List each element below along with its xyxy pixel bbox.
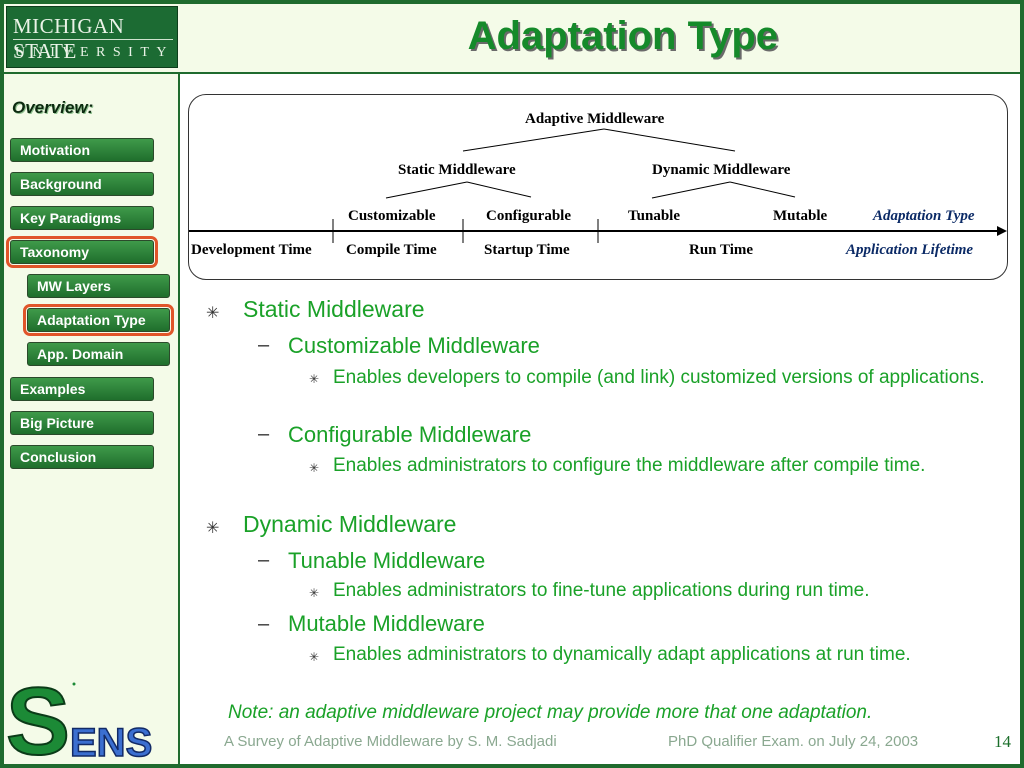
nav-big-picture[interactable]: Big Picture (10, 411, 154, 435)
bullet-dash-icon: – (258, 549, 270, 571)
time-compile: Compile Time (346, 242, 437, 258)
footer-author: A Survey of Adaptive Middleware by S. M.… (224, 733, 557, 750)
bullet-static-middleware: Static Middleware (243, 296, 425, 322)
bullet-dash-icon: – (258, 613, 270, 635)
time-development: Development Time (191, 242, 312, 258)
bullet-star-small-icon: ✳ (309, 650, 320, 664)
footer-event: PhD Qualifier Exam. on July 24, 2003 (668, 733, 919, 750)
slide-title: Adaptation Type (467, 14, 778, 58)
nav-taxonomy[interactable]: Taxonomy (6, 236, 158, 268)
adaptation-diagram: Adaptive Middleware Static Middleware Dy… (188, 94, 1008, 280)
nav-conclusion[interactable]: Conclusion (10, 445, 154, 469)
slide-note: Note: an adaptive middleware project may… (228, 702, 873, 723)
logo-line2: UNIVERSITY (15, 45, 174, 60)
bullet-star-small-icon: ✳ (309, 586, 320, 600)
nav-mw-layers[interactable]: MW Layers (27, 274, 170, 298)
type-configurable: Configurable (486, 208, 572, 224)
msu-logo: MICHIGAN STATE UNIVERSITY (6, 6, 178, 68)
svg-text:S: S (6, 670, 70, 762)
nav-app-domain[interactable]: App. Domain (27, 342, 170, 366)
nav-motivation[interactable]: Motivation (10, 138, 154, 162)
bullet-tunable-middleware: Tunable Middleware (288, 548, 486, 573)
type-mutable: Mutable (773, 208, 828, 224)
axis-application-lifetime: Application Lifetime (846, 242, 974, 258)
bullet-customizable-middleware: Customizable Middleware (288, 333, 540, 358)
diagram-dynamic: Dynamic Middleware (652, 162, 791, 178)
bullet-dynamic-middleware: Dynamic Middleware (243, 511, 457, 537)
bullet-star-icon: ✳ (206, 520, 220, 537)
bullet-mutable-middleware: Mutable Middleware (288, 611, 485, 636)
type-customizable: Customizable (348, 208, 436, 224)
bullet-star-small-icon: ✳ (309, 372, 320, 386)
type-tunable: Tunable (628, 208, 680, 224)
bullet-tunable-desc: Enables administrators to fine-tune appl… (333, 580, 870, 601)
nav-key-paradigms[interactable]: Key Paradigms (10, 206, 154, 230)
bullet-mutable-desc: Enables administrators to dynamically ad… (333, 644, 911, 665)
sens-logo: S ENS (5, 670, 153, 762)
logo-divider (13, 39, 173, 40)
bullet-configurable-middleware: Configurable Middleware (288, 422, 532, 447)
bullet-configurable-desc: Enables administrators to configure the … (333, 455, 926, 476)
time-run: Run Time (689, 242, 754, 258)
axis-adaptation-type: Adaptation Type (873, 208, 975, 224)
bullet-dash-icon: – (258, 423, 270, 445)
bullet-star-small-icon: ✳ (309, 461, 320, 475)
page-number: 14 (994, 732, 1011, 751)
nav-examples[interactable]: Examples (10, 377, 154, 401)
bullet-dash-icon: – (258, 334, 270, 356)
nav-adaptation-type[interactable]: Adaptation Type (23, 304, 174, 336)
svg-text:ENS: ENS (70, 721, 152, 762)
diagram-root: Adaptive Middleware (525, 111, 665, 127)
logo-line1: MICHIGAN STATE (13, 14, 125, 63)
nav-background[interactable]: Background (10, 172, 154, 196)
diagram-lines (189, 128, 1007, 243)
bullet-star-icon: ✳ (206, 305, 220, 322)
sidebar-heading: Overview: (12, 98, 94, 117)
time-startup: Startup Time (484, 242, 570, 258)
diagram-static: Static Middleware (398, 162, 516, 178)
bullet-customizable-desc: Enables developers to compile (and link)… (333, 367, 985, 388)
